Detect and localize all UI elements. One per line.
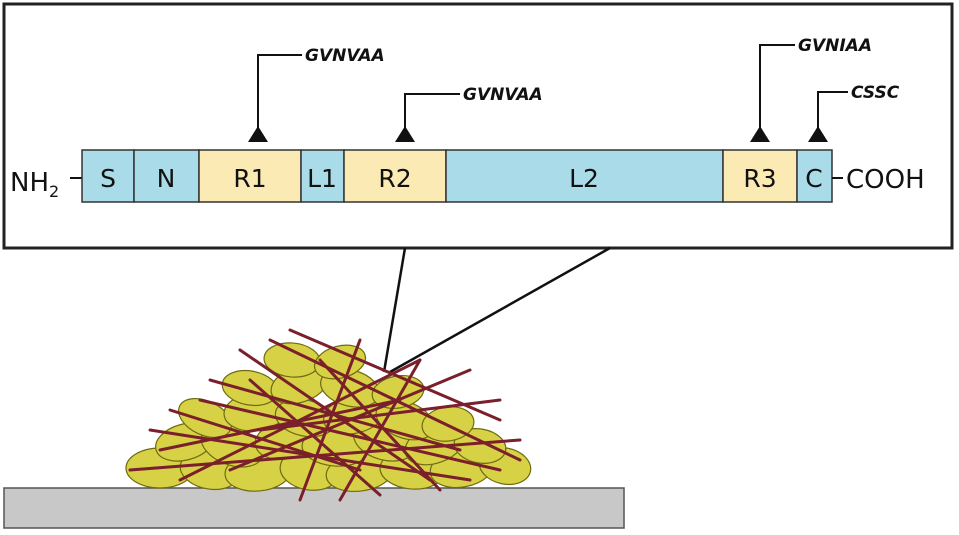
svg-text:R1: R1 xyxy=(233,164,266,193)
curli-fiber xyxy=(128,438,522,472)
svg-text:S: S xyxy=(100,164,116,193)
motif-label-c: CSSC xyxy=(851,83,900,103)
domain-s: S xyxy=(81,149,135,203)
motif-marker-r2: GVNVAA xyxy=(395,85,543,142)
svg-text:R3: R3 xyxy=(743,164,776,193)
svg-text:N: N xyxy=(157,164,176,193)
motif-label-r1: GVNVAA xyxy=(305,46,385,66)
zoom-line-right xyxy=(389,246,611,374)
domain-c: C xyxy=(796,149,833,203)
domain-r1: R1 xyxy=(198,149,302,203)
curli-fiber xyxy=(158,398,402,452)
curli-fiber xyxy=(318,358,442,492)
domain-l1: L1 xyxy=(300,149,345,203)
domain-r3: R3 xyxy=(722,149,798,203)
motif-label-r2: GVNVAA xyxy=(463,85,543,105)
zoom-line-left xyxy=(382,247,407,373)
svg-text:L1: L1 xyxy=(307,164,337,193)
svg-text:L2: L2 xyxy=(569,164,599,193)
bacterial-cell xyxy=(313,344,367,380)
svg-text:C: C xyxy=(805,164,822,193)
motif-marker-r1: GVNVAA xyxy=(248,46,385,142)
substrate-surface xyxy=(3,487,625,529)
domain-bar: S N R1 L1 R2 L2 R3 C xyxy=(81,149,833,203)
n-terminus-label: NH2 xyxy=(10,168,59,201)
motif-label-r3: GVNIAA xyxy=(798,36,872,56)
domain-r2: R2 xyxy=(343,149,447,203)
curli-fiber xyxy=(208,378,462,452)
motif-marker-r3: GVNIAA xyxy=(750,36,872,142)
curli-fiber xyxy=(198,398,502,472)
curli-fibers xyxy=(128,328,522,502)
domain-n: N xyxy=(133,149,200,203)
domain-l2: L2 xyxy=(445,149,724,203)
c-terminus-label: COOH xyxy=(846,165,925,195)
curli-fiber xyxy=(288,328,502,422)
motif-marker-c: CSSC xyxy=(808,83,900,142)
curli-fiber xyxy=(168,408,362,472)
bacterial-cell xyxy=(453,428,507,464)
curli-fiber xyxy=(338,358,422,502)
curli-fiber xyxy=(248,378,382,497)
svg-text:R2: R2 xyxy=(378,164,411,193)
